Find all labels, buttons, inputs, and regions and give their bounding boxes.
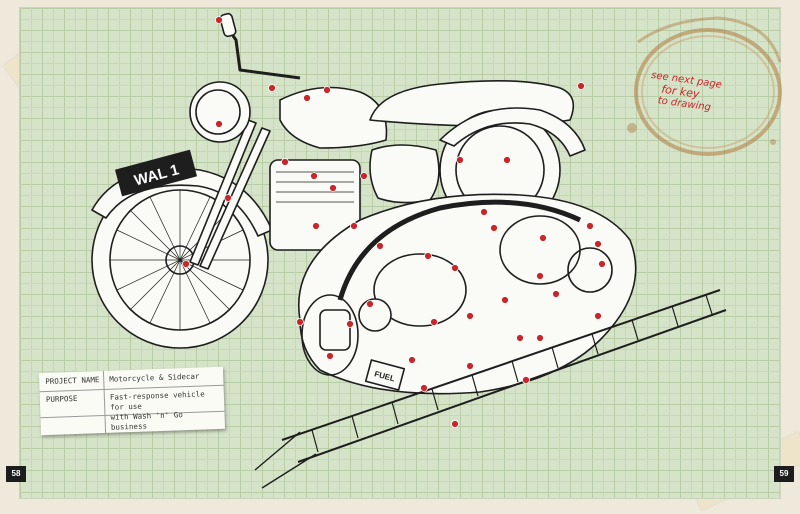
- number-plate: [115, 149, 197, 197]
- project-name-value: Motorcycle & Sidecar: [109, 371, 200, 384]
- project-name-label: PROJECT NAME: [45, 375, 100, 387]
- front-forks: [189, 119, 257, 266]
- purpose-value-line-1: Fast-response vehicle for use: [109, 389, 205, 412]
- purpose-value-line-2: with Wash 'n' Go business: [110, 410, 183, 432]
- page-number-left: 58: [6, 466, 26, 482]
- purpose-label: PURPOSE: [45, 393, 78, 405]
- fuel-tank: [279, 86, 388, 149]
- project-info-card: PROJECT NAME Motorcycle & Sidecar PURPOS…: [38, 366, 226, 436]
- purpose-value: Fast-response vehicle for use with Wash …: [110, 389, 221, 433]
- card-row-purpose: PURPOSE Fast-response vehicle for use wi…: [39, 384, 225, 432]
- sidecar-tank: [373, 253, 467, 327]
- fuel-can: [364, 359, 406, 391]
- page-number-right: 59: [774, 466, 794, 482]
- headlamp: [189, 81, 251, 143]
- ladder-icon: [254, 289, 727, 489]
- engine-block: [269, 159, 361, 251]
- callout-markers: [182, 16, 606, 428]
- coffee-ring-stain: [627, 16, 782, 156]
